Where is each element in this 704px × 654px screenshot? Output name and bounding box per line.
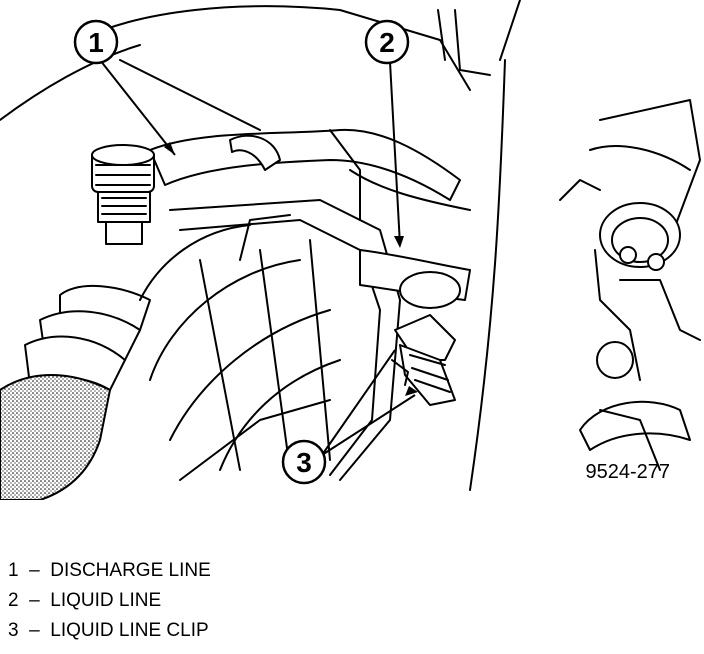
callout-2: 2 [364, 19, 410, 65]
legend-item-label: DISCHARGE LINE [50, 560, 211, 581]
legend-item-number: 1 [8, 560, 19, 581]
legend-item-3: 3 – LIQUID LINE CLIP [8, 616, 211, 646]
legend: 1 – DISCHARGE LINE 2 – LIQUID LINE 3 – L… [8, 556, 211, 646]
callout-1-number: 1 [88, 27, 104, 58]
right-side-component [559, 99, 701, 471]
legend-item-label: LIQUID LINE [50, 590, 162, 611]
line-drawing: 1 2 3 9524-277 [0, 0, 701, 500]
figure-id-label: 9524-277 [585, 461, 670, 483]
callout-3-leader-b [321, 349, 396, 456]
callout-3-number: 3 [296, 447, 312, 478]
callout-1-leader [99, 59, 176, 156]
callout-2-arrowhead [394, 236, 404, 248]
stippled-hose [0, 374, 111, 500]
legend-item-2: 2 – LIQUID LINE [8, 586, 211, 616]
callout-3: 3 [281, 439, 327, 485]
callout-1-arrowhead [164, 142, 175, 155]
discharge-line [149, 128, 461, 201]
legend-item-separator: – [29, 620, 40, 641]
callout-3-arrowhead [405, 386, 418, 396]
callout-3-leader-a [321, 394, 416, 456]
suction-hose [0, 284, 151, 500]
callout-1: 1 [73, 19, 119, 65]
callout-2-leader [389, 61, 401, 246]
legend-item-label: LIQUID LINE CLIP [50, 620, 209, 641]
legend-item-number: 3 [8, 620, 19, 641]
legend-item-separator: – [29, 590, 40, 611]
legend-item-separator: – [29, 560, 40, 581]
liquid-line-clip [391, 314, 456, 406]
upper-left-body-line [0, 44, 141, 121]
fan-shroud [139, 199, 401, 481]
legend-item-number: 2 [8, 590, 19, 611]
legend-item-1: 1 – DISCHARGE LINE [8, 556, 211, 586]
service-fitting [91, 144, 155, 245]
upper-left-panel [79, 5, 471, 91]
panel-divider [469, 59, 506, 491]
callout-2-number: 2 [379, 27, 395, 58]
